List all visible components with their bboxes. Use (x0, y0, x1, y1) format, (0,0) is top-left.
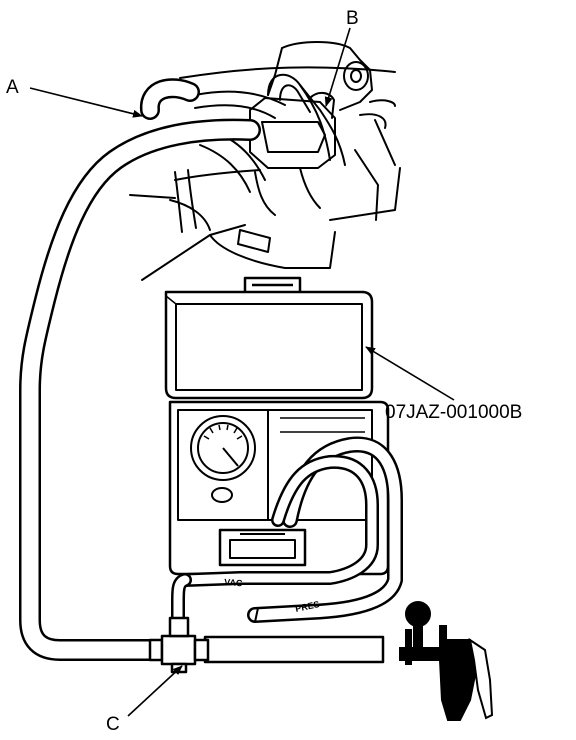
leader-tool (365, 346, 455, 401)
leader-b (324, 27, 351, 107)
callout-b: B (346, 8, 359, 29)
vac-marking: VAC (224, 577, 243, 588)
t-fitting-c (148, 616, 385, 674)
leader-lines (29, 27, 455, 717)
callout-c: C (106, 714, 120, 735)
leader-c (127, 665, 183, 717)
callout-a: A (6, 77, 19, 98)
tool-number-label: 07JAZ-001000B (385, 402, 522, 423)
pres-marking: PRES (294, 599, 320, 614)
power-steering-pump-assembly (129, 41, 401, 281)
leader-a (29, 87, 143, 118)
pressure-valve-tool (399, 601, 494, 721)
hose-a (19, 78, 261, 661)
pressure-gauge-dial (190, 415, 256, 503)
gauge-hoses (171, 436, 403, 635)
